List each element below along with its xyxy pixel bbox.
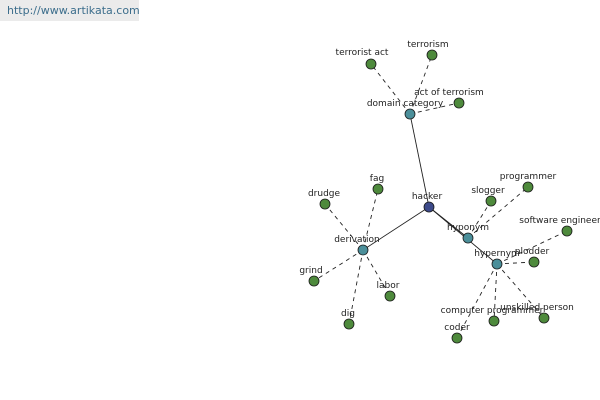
edge-center-domain-category [409, 113, 430, 208]
word-label-fag[interactable]: fag [370, 174, 384, 184]
word-label-plodder[interactable]: plodder [515, 247, 550, 257]
word-label-programmer[interactable]: programmer [500, 172, 557, 182]
edge-derivation-grind [313, 249, 364, 282]
word-label-software-engineer[interactable]: software engineer [519, 216, 600, 226]
edge-hypernym-plodder [496, 261, 535, 265]
relation-node-hypernym[interactable] [491, 258, 503, 270]
edge-hypernym-unskilled-person [496, 263, 545, 319]
center-label-hacker[interactable]: hacker [412, 192, 443, 202]
source-url-badge[interactable]: http://www.artikata.com [0, 0, 140, 21]
word-node-programmer[interactable] [522, 181, 534, 193]
word-label-labor[interactable]: labor [377, 281, 400, 291]
word-node-terrorist-act[interactable] [365, 58, 377, 70]
relation-label-derivation[interactable]: derivation [334, 235, 380, 245]
graph-nodes [308, 49, 573, 344]
edge-hypernym-computer-programmer [493, 263, 498, 322]
word-node-computer-programmer[interactable] [488, 315, 500, 327]
edge-derivation-labor [362, 249, 391, 297]
edge-center-derivation [362, 206, 430, 251]
relation-label-domain-category[interactable]: domain category [367, 99, 444, 109]
word-label-slogger[interactable]: slogger [471, 186, 505, 196]
word-node-plodder[interactable] [528, 256, 540, 268]
edge-center-hypernym [428, 206, 498, 265]
word-label-dig[interactable]: dig [341, 309, 355, 319]
center-node-hacker[interactable] [423, 201, 435, 213]
edge-hypernym-coder [456, 263, 498, 339]
relation-node-derivation[interactable] [357, 244, 369, 256]
word-node-unskilled-person[interactable] [538, 312, 550, 324]
word-label-terrorism[interactable]: terrorism [407, 40, 448, 50]
graph-edges [313, 54, 568, 339]
word-label-computer-programmer[interactable]: computer programmer [441, 306, 544, 316]
word-node-fag[interactable] [372, 183, 384, 195]
word-node-slogger[interactable] [485, 195, 497, 207]
word-label-terrorist-act[interactable]: terrorist act [336, 48, 389, 58]
edge-hypernym-software-engineer [496, 230, 568, 265]
relation-label-hypernym[interactable]: hypernym [474, 249, 520, 259]
graph-labels: terrorist act terrorism act of terrorismdo… [299, 40, 600, 333]
edge-derivation-drudge [324, 203, 364, 251]
relation-node-domain-category[interactable] [404, 108, 416, 120]
word-label-act-of-terrorism[interactable]: act of terrorism [414, 88, 484, 98]
word-node-drudge[interactable] [319, 198, 331, 210]
word-label-coder[interactable]: coder [444, 323, 470, 333]
word-node-software-engineer[interactable] [561, 225, 573, 237]
word-node-grind[interactable] [308, 275, 320, 287]
word-node-terrorism[interactable] [426, 49, 438, 61]
edge-domain-category-terrorist-act [370, 63, 411, 115]
word-node-act-of-terrorism[interactable] [453, 97, 465, 109]
edge-domain-category-act-of-terrorism [409, 102, 460, 115]
edge-domain-category-terrorism [409, 54, 433, 115]
word-node-dig[interactable] [343, 318, 355, 330]
relation-node-hyponym[interactable] [462, 232, 474, 244]
word-label-drudge[interactable]: drudge [308, 189, 341, 199]
edge-hyponym-programmer [467, 186, 529, 239]
edge-derivation-fag [362, 188, 379, 251]
word-label-unskilled-person[interactable]: unskilled person [500, 303, 574, 313]
word-node-coder[interactable] [451, 332, 463, 344]
relation-label-hyponym[interactable]: hyponym [447, 223, 489, 233]
word-node-labor[interactable] [384, 290, 396, 302]
word-label-grind[interactable]: grind [299, 266, 322, 276]
